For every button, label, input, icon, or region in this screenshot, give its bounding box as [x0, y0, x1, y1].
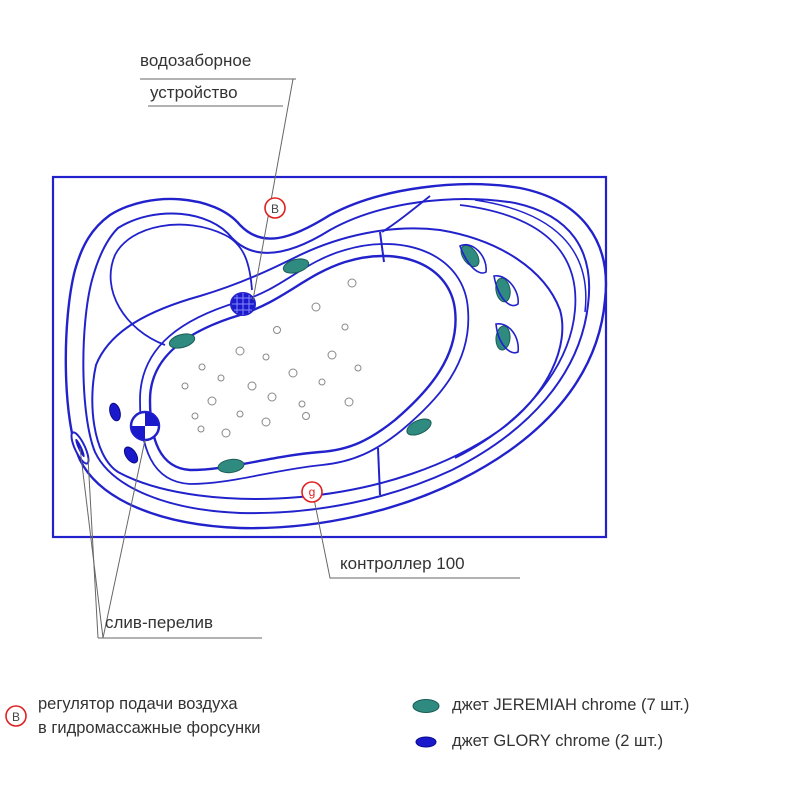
jeremiah-jet	[495, 325, 511, 351]
glory-jet	[109, 402, 121, 422]
jeremiah-jets	[168, 244, 511, 474]
tub-ledge	[91, 227, 564, 500]
jeremiah-jet-housings	[459, 243, 520, 354]
inner-basin-edge	[139, 243, 470, 485]
seat-divider-bottom	[377, 447, 381, 496]
controller-marker: g	[301, 481, 323, 503]
drain-leader-1	[79, 447, 104, 639]
jeremiah-jet	[168, 333, 196, 349]
glory-jet	[123, 446, 139, 464]
drain-label: слив-перелив	[105, 613, 214, 632]
drain	[129, 410, 161, 442]
seat-left	[109, 223, 253, 346]
intake-leader	[252, 78, 294, 301]
right-wall-curve-2	[474, 199, 587, 313]
right-wall-curve-1	[454, 204, 577, 459]
controller-label: контроллер 100	[340, 554, 465, 573]
inner-basin	[148, 254, 457, 472]
jeremiah-jet	[282, 258, 310, 274]
drain-leader-3	[87, 457, 99, 639]
leader-lines	[79, 78, 520, 639]
tub-frame	[51, 175, 608, 539]
controller-marker-symbol: g	[309, 485, 316, 499]
legend-air-regulator-line2: в гидромассажные форсунки	[38, 719, 261, 737]
tub-outer-rim	[64, 183, 608, 530]
intake-label-line2: устройство	[150, 83, 238, 102]
controller-leader	[312, 493, 520, 579]
legend-glory-label: джет GLORY chrome (2 шт.)	[452, 732, 664, 750]
intake-label-line1: водозаборное	[140, 51, 252, 70]
jeremiah-jet	[217, 458, 245, 474]
legend-air-regulator-line1: регулятор подачи воздуха	[38, 695, 238, 713]
jeremiah-jet	[406, 418, 432, 436]
legend-air-regulator-symbol: B	[12, 710, 20, 724]
tub-inner-rim	[82, 198, 591, 515]
air-jets	[181, 278, 362, 438]
legend-jeremiah-icon	[412, 699, 440, 713]
glory-jets	[109, 402, 139, 464]
legend-glory-icon	[415, 736, 437, 748]
air-regulator-marker-symbol: B	[271, 202, 279, 216]
legend-air-regulator-icon: B	[5, 705, 27, 727]
drain-leader-2	[102, 439, 146, 639]
seat-divider-top	[379, 231, 385, 263]
legend-jeremiah-label: джет JEREMIAH chrome (7 шт.)	[452, 696, 690, 714]
water-intake	[230, 292, 256, 316]
jeremiah-jet	[460, 244, 480, 268]
seat-divider-corner	[381, 195, 431, 233]
air-regulator-marker: B	[264, 197, 286, 219]
